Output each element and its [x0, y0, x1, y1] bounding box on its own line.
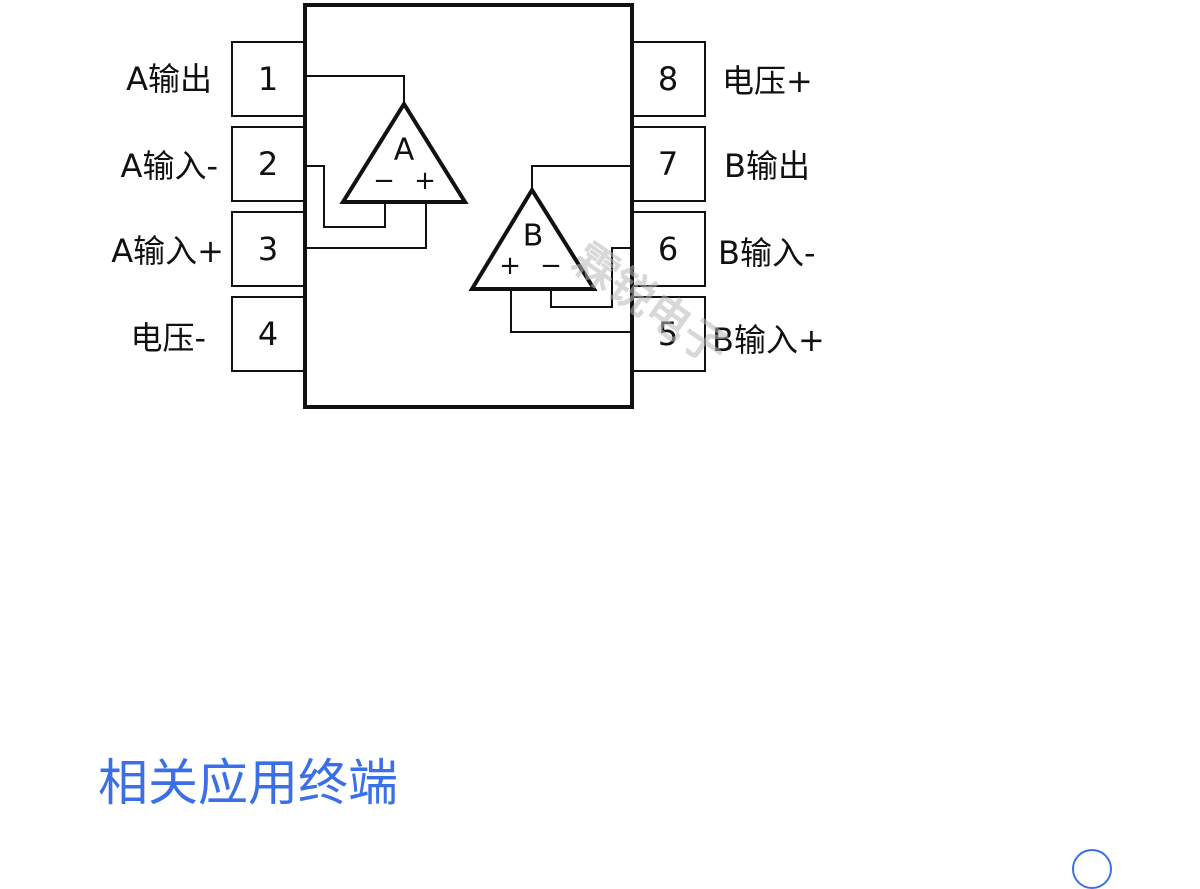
- pin-label-4: 电压-: [130, 319, 206, 357]
- pin-number-1: 1: [258, 60, 278, 98]
- section-heading: 相关应用终端: [98, 754, 398, 812]
- wire-b-inverting: [550, 247, 632, 308]
- wire-a-inverting: [305, 165, 386, 228]
- pin-number-8: 8: [658, 60, 678, 98]
- op-amp-a-letter: A: [394, 133, 415, 168]
- pin-box-8: [631, 41, 706, 117]
- pin-label-3: A输入+: [111, 232, 224, 270]
- wire-a-output: [305, 75, 405, 104]
- pin-label-8: 电压+: [722, 62, 813, 100]
- pin-number-4: 4: [258, 315, 278, 353]
- wire-b-noninverting: [510, 289, 632, 333]
- watermark-text: 霖锐电子: [563, 234, 736, 377]
- op-amp-a-minus: −: [373, 166, 395, 196]
- op-amp-b-minus: −: [540, 251, 562, 281]
- circle-icon: [1072, 849, 1112, 889]
- pin-box-7: [631, 126, 706, 202]
- pin-label-5: B输入+: [712, 321, 825, 359]
- pin-box-4: [231, 296, 306, 372]
- wire-a-noninverting: [305, 202, 427, 249]
- pin-number-3: 3: [258, 230, 278, 268]
- pin-box-1: [231, 41, 306, 117]
- pin-box-2: [231, 126, 306, 202]
- op-amp-b-plus: +: [499, 251, 521, 281]
- pin-label-6: B输入-: [718, 234, 816, 272]
- pinout-diagram: 1 2 3 4 5 6 7 8 A输出 A输入- A输入+ 电压- 电压+ B输…: [111, 3, 825, 409]
- page: 1 2 3 4 5 6 7 8 A输出 A输入- A输入+ 电压- 电压+ B输…: [98, 3, 1112, 889]
- op-amp-a-triangle: [339, 100, 469, 204]
- op-amp-b-triangle: [468, 186, 598, 291]
- op-amp-b-letter: B: [523, 219, 544, 254]
- pin-label-2: A输入-: [121, 147, 218, 185]
- pin-box-5: [631, 296, 706, 372]
- op-amp-a-plus: +: [414, 166, 436, 196]
- pin-number-7: 7: [658, 145, 678, 183]
- pin-label-7: B输出: [724, 147, 810, 185]
- pin-label-1: A输出: [126, 60, 212, 98]
- pin-number-2: 2: [258, 145, 278, 183]
- wire-b-output: [531, 165, 632, 190]
- pin-number-5: 5: [658, 315, 678, 353]
- pin-number-6: 6: [658, 230, 678, 268]
- chip-body: [303, 3, 634, 409]
